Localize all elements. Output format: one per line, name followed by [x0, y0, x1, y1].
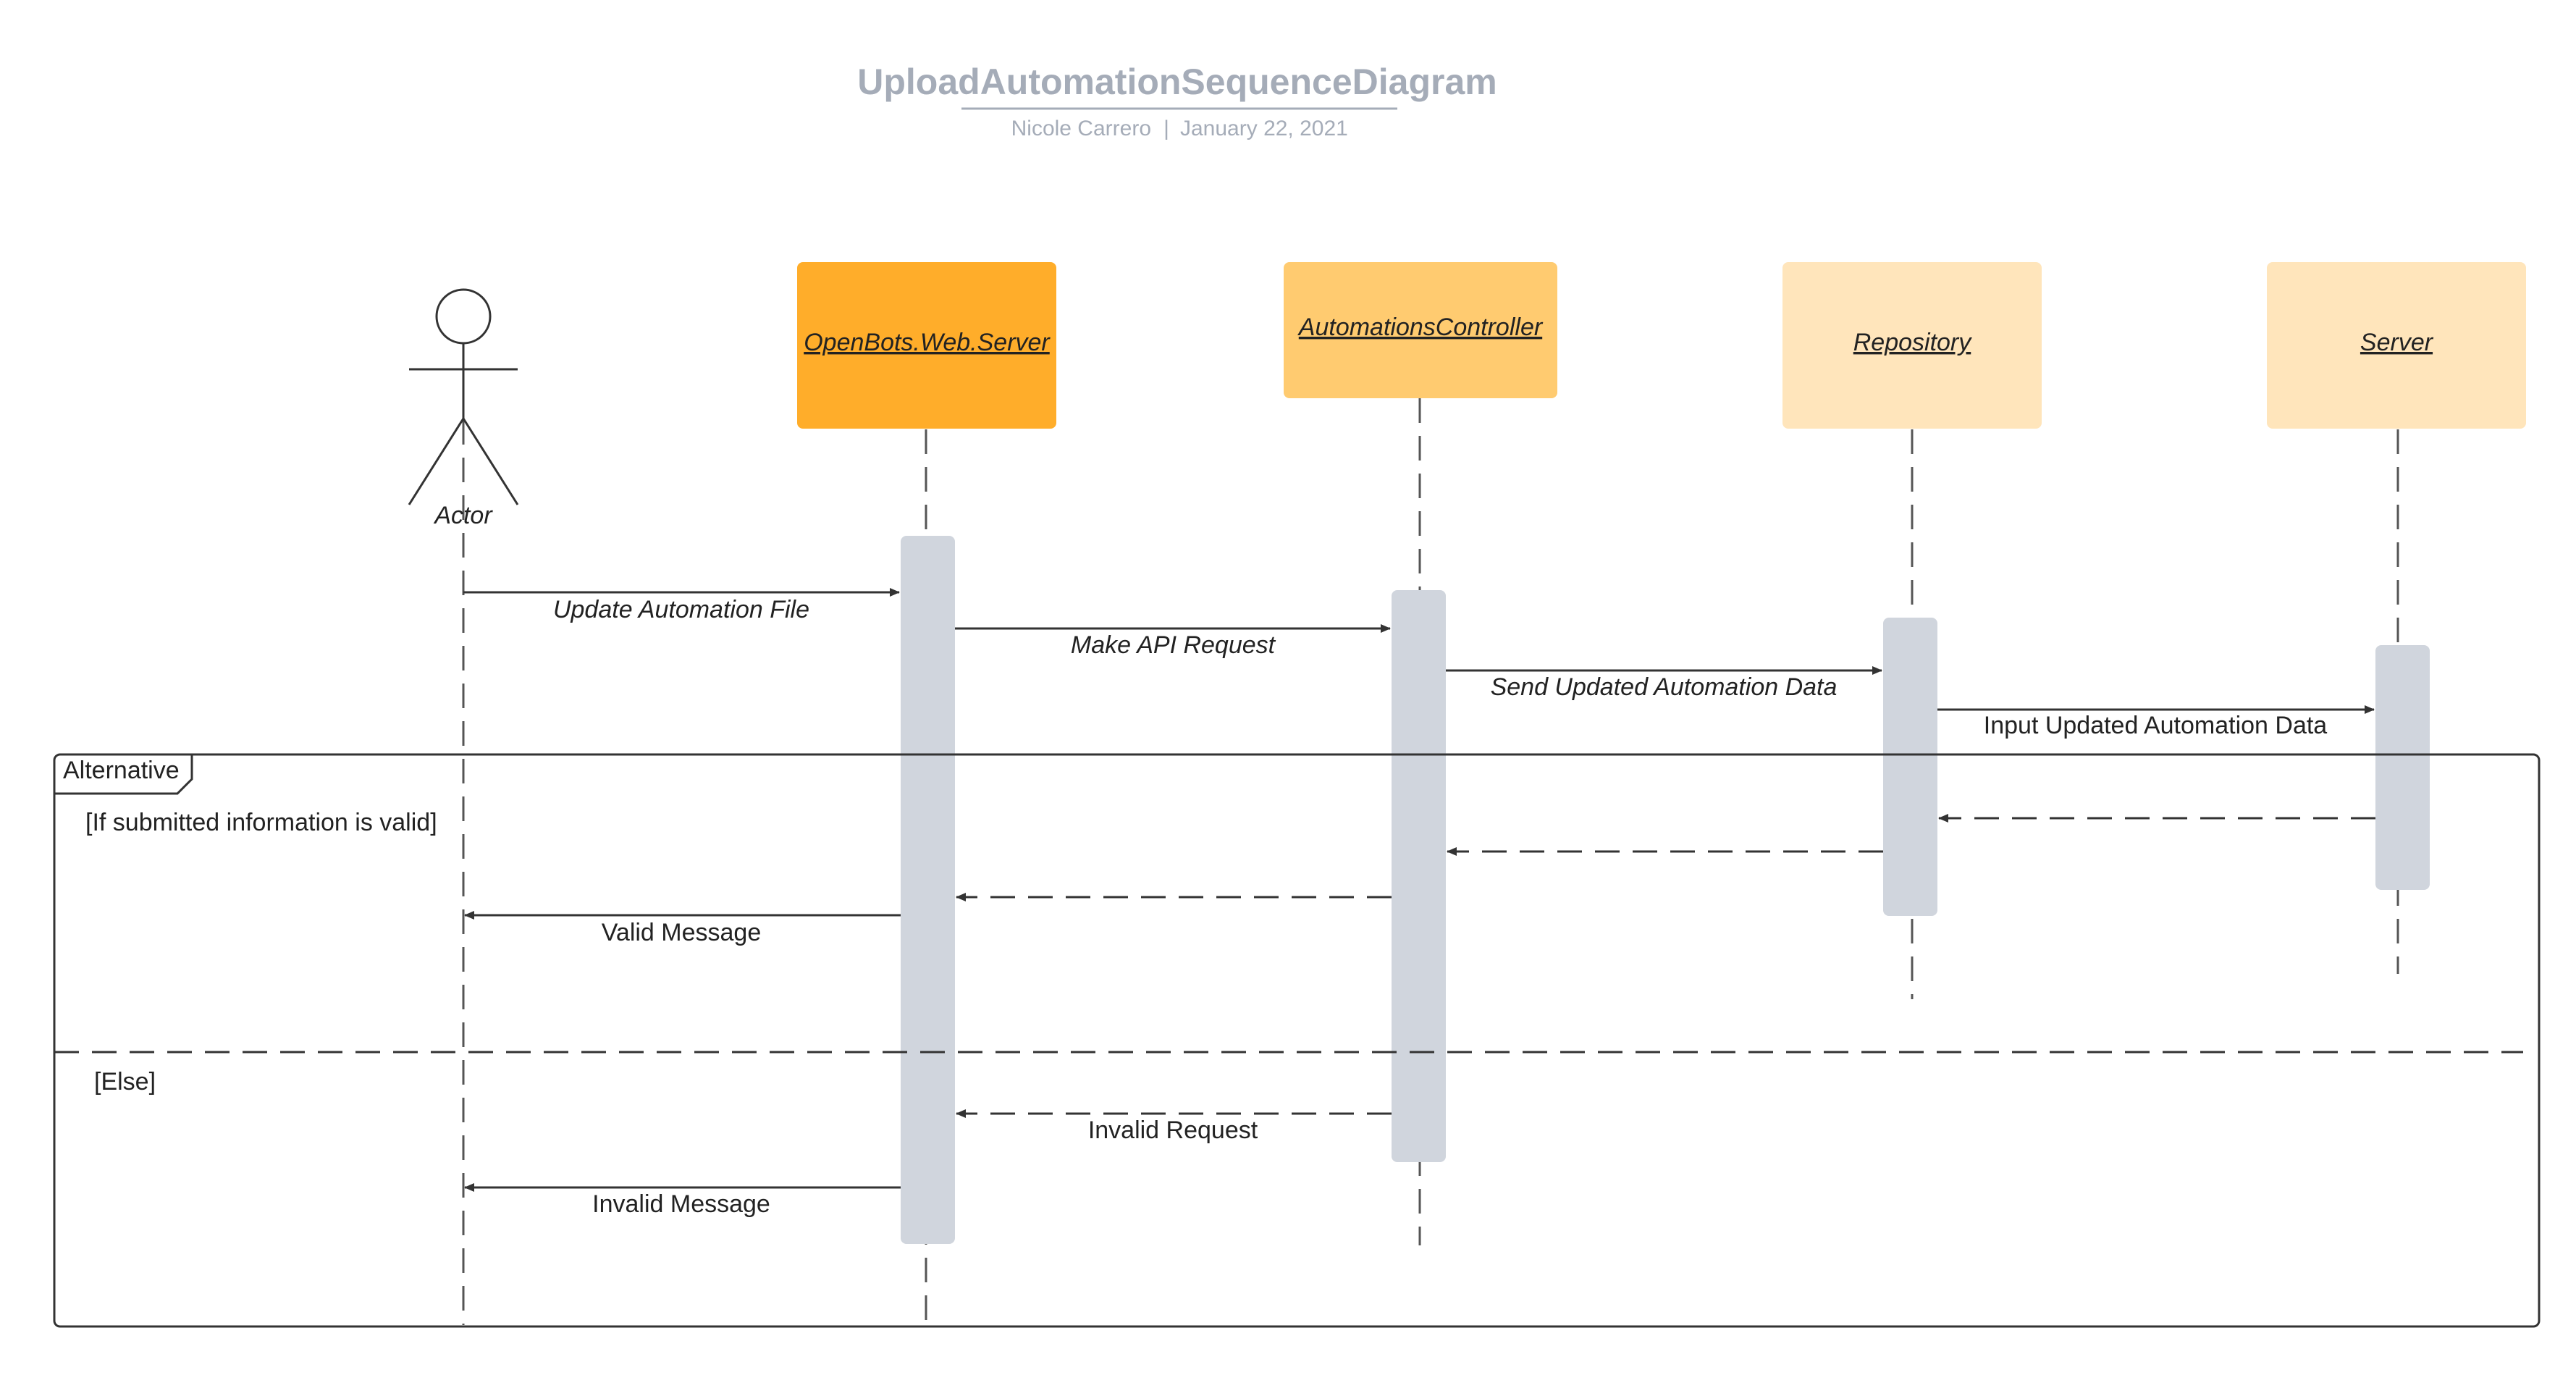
participant-box-server: [2267, 262, 2526, 429]
participant-web[interactable]: OpenBots.Web.Server: [797, 262, 1056, 429]
actor-leg-right: [462, 418, 519, 505]
participant-label-web: OpenBots.Web.Server: [804, 329, 1051, 356]
actor-label: Actor: [433, 502, 493, 529]
guard-else: [Else]: [94, 1068, 156, 1096]
alt-frame: Alternative [If submitted information is…: [53, 753, 2541, 1328]
activation-web: [901, 536, 955, 1244]
diagram-subtitle: Nicole Carrero | January 22, 2021: [1011, 117, 1348, 140]
activation-server: [2375, 645, 2430, 890]
activation-repository: [1883, 618, 1937, 916]
participant-box-web: [797, 262, 1056, 429]
msg-send-data-label: Send Updated Automation Data: [1491, 673, 1838, 701]
participant-server[interactable]: Server: [2267, 262, 2526, 429]
msg-api-request-label: Make API Request: [1071, 631, 1276, 659]
actor-head-icon: [435, 288, 492, 345]
guard-valid: [If submitted information is valid]: [85, 809, 437, 836]
messages: [463, 588, 2375, 1192]
author-name: Nicole Carrero: [1011, 117, 1151, 140]
subtitle-separator: |: [1163, 117, 1169, 140]
msg-invalid-message-label: Invalid Message: [592, 1190, 770, 1218]
msg-invalid-request-label: Invalid Request: [1088, 1117, 1258, 1144]
participant-label-controller: AutomationsController: [1297, 314, 1544, 341]
alt-frame-tab: [54, 754, 193, 795]
actor: [408, 288, 519, 505]
msg-update-file-label: Update Automation File: [553, 596, 809, 623]
participant-box-repository: [1782, 262, 2042, 429]
alt-frame-label: Alternative: [63, 757, 180, 784]
msg-input-data-label: Input Updated Automation Data: [1984, 712, 2328, 739]
msg-valid-message-label: Valid Message: [602, 919, 762, 946]
participant-label-server: Server: [2360, 329, 2434, 356]
participant-label-repository: Repository: [1853, 329, 1973, 356]
participant-controller[interactable]: AutomationsController: [1284, 262, 1557, 398]
activations: [901, 536, 2430, 1244]
participant-repository[interactable]: Repository: [1782, 262, 2042, 429]
participant-box-controller: [1284, 262, 1557, 398]
activation-controller: [1392, 590, 1446, 1162]
actor-leg-left: [408, 418, 465, 505]
alt-frame-border: [53, 753, 2541, 1328]
diagram-date: January 22, 2021: [1180, 117, 1348, 140]
diagram-title: UploadAutomationSequenceDiagram: [857, 62, 1497, 102]
